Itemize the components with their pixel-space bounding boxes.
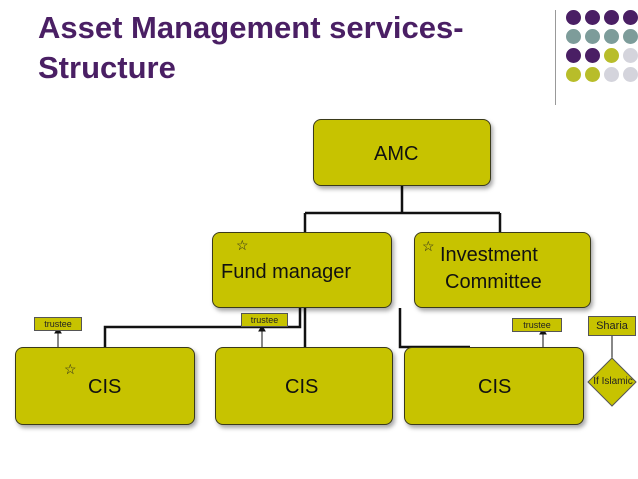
decorative-dot [566,29,581,44]
decorative-dot [623,10,638,25]
trustee-tag-right: trustee [512,318,562,332]
decorative-dot [566,67,581,82]
investment-committee-label-2: Committee [445,271,542,293]
decorative-dot [585,10,600,25]
decorative-dot [604,67,619,82]
investment-committee-star-icon: ☆ [422,238,435,254]
cis-node-middle: CIS [215,347,393,425]
decorative-dot [604,10,619,25]
amc-node: AMC [313,119,491,186]
title-line-2: Structure [38,50,176,85]
cis-right-label: CIS [478,376,512,398]
title-line-1: Asset Management services- [38,10,464,45]
decorative-divider [555,10,556,105]
decorative-dot [585,67,600,82]
decorative-dot [566,48,581,63]
fund-manager-star-icon: ☆ [236,237,249,253]
fund-manager-to-left-cis [103,308,302,348]
amc-label: AMC [374,143,419,165]
cis-node-left: ☆ CIS [15,347,195,425]
decorative-dot [585,48,600,63]
decorative-dot [585,29,600,44]
trustee-tag-left: trustee [34,317,82,331]
decorative-dot [623,48,638,63]
trustee-tag-middle: trustee [241,313,288,327]
cis-left-label: CIS [88,376,122,398]
decorative-dot [623,29,638,44]
decorative-dot [623,67,638,82]
decorative-dot [604,29,619,44]
sharia-box: Sharia [588,316,636,336]
fund-manager-to-right-cis [398,308,470,349]
investment-committee-label-1: Investment [440,244,538,266]
investment-committee-node: ☆ Investment Committee [414,232,591,308]
fund-manager-node: ☆ Fund manager [212,232,392,308]
slide-title: Asset Management services- Structure [38,8,538,88]
fund-manager-label: Fund manager [221,261,352,283]
decorative-dot [604,48,619,63]
cis-node-right: CIS [404,347,584,425]
decorative-dot [566,10,581,25]
trustee-middle-arrow-head [258,325,266,332]
if-islamic-label: If Islamic [593,376,633,387]
if-islamic-diamond [587,357,637,407]
cis-middle-label: CIS [285,376,319,398]
cis-left-star-icon: ☆ [64,361,77,377]
